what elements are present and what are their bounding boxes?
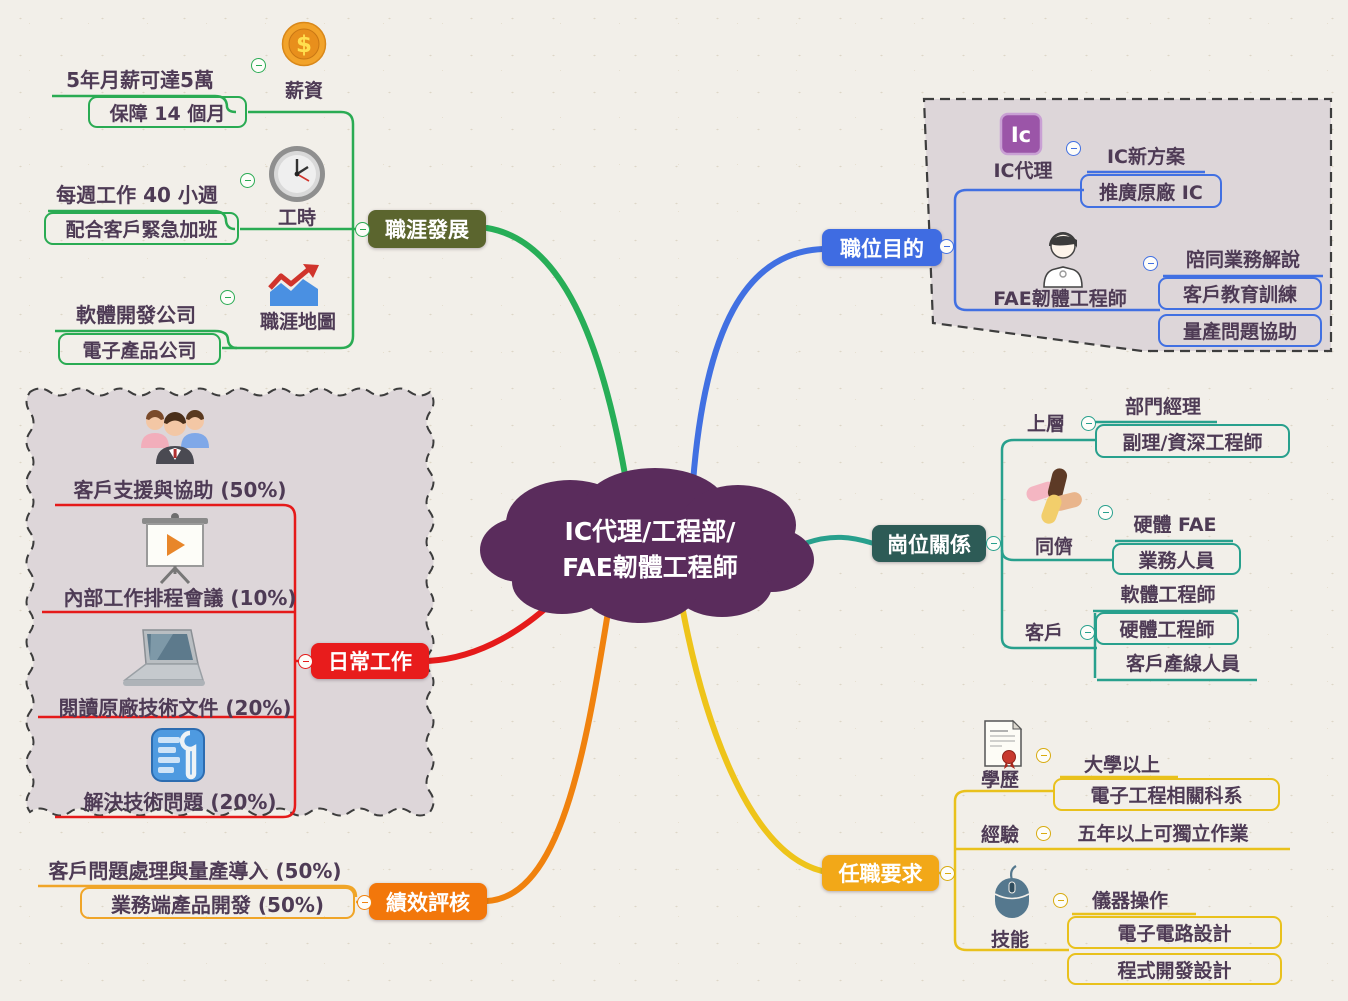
node-five-years-independent[interactable]: 五年以上可獨立作業 <box>1077 822 1249 845</box>
node-university-above[interactable]: 大學以上 <box>1083 753 1160 776</box>
clock-icon <box>268 145 326 207</box>
laptop-icon <box>115 626 205 692</box>
node-working-hours[interactable]: 工時 <box>277 206 316 229</box>
svg-text:Ic: Ic <box>1011 123 1031 147</box>
collapse-toggle-career-map[interactable] <box>220 290 235 305</box>
mouse-icon <box>990 864 1034 924</box>
node-program-development[interactable]: 程式開發設計 <box>1067 953 1282 985</box>
toolbox-icon <box>150 727 206 787</box>
engineer-icon <box>1035 224 1091 292</box>
node-customer-issue-handling[interactable]: 客戶問題處理與量產導入 (50%) <box>48 858 342 883</box>
purpose-group-outline <box>922 97 1333 353</box>
node-customer-support[interactable]: 客戶支援與協助 (50%) <box>73 477 287 502</box>
collapse-toggle-ic-agent[interactable] <box>1066 141 1081 156</box>
node-sales-product-development[interactable]: 業務端產品開發 (50%) <box>80 887 355 919</box>
node-guaranteed-months[interactable]: 保障 14 個月 <box>88 96 247 128</box>
node-superiors[interactable]: 上層 <box>1026 412 1065 435</box>
node-deputy-senior-engineer[interactable]: 副理/資深工程師 <box>1095 424 1290 458</box>
node-software-engineer[interactable]: 軟體工程師 <box>1120 584 1216 606</box>
node-instrument-operation[interactable]: 儀器操作 <box>1091 889 1168 912</box>
node-salary-range[interactable]: 5年月薪可達5萬 <box>66 67 214 92</box>
ic-app-icon: Ic <box>999 112 1043 160</box>
node-experience[interactable]: 經驗 <box>980 823 1019 846</box>
node-skills[interactable]: 技能 <box>990 928 1029 951</box>
node-read-tech-docs[interactable]: 閱讀原廠技術文件 (20%) <box>58 695 292 720</box>
collapse-toggle-customers[interactable] <box>1080 625 1095 640</box>
node-customers[interactable]: 客戶 <box>1024 621 1063 644</box>
node-solve-tech-problems[interactable]: 解決技術問題 (20%) <box>83 789 277 814</box>
node-department-manager[interactable]: 部門經理 <box>1124 395 1201 418</box>
certificate-icon <box>982 719 1024 773</box>
node-ee-related-major[interactable]: 電子工程相關科系 <box>1053 778 1280 811</box>
branch-position-relations[interactable]: 崗位關係 <box>872 525 986 562</box>
branch-daily-work[interactable]: 日常工作 <box>311 643 429 679</box>
central-topic-line2: FAE韌體工程師 <box>562 553 738 582</box>
node-hardware-fae[interactable]: 硬體 FAE <box>1133 514 1217 536</box>
collapse-toggle-salary[interactable] <box>251 58 266 73</box>
node-peers[interactable]: 同儕 <box>1034 535 1073 558</box>
daily-group-outline <box>25 387 435 817</box>
hands-together-icon <box>1022 466 1086 530</box>
node-ic-agent[interactable]: IC代理 <box>993 159 1053 182</box>
center-cloud <box>480 468 814 623</box>
branch-job-requirements[interactable]: 任職要求 <box>822 855 939 891</box>
node-circuit-design[interactable]: 電子電路設計 <box>1067 916 1282 949</box>
collapse-toggle-education[interactable] <box>1036 748 1051 763</box>
collapse-toggle-superiors[interactable] <box>1081 416 1096 431</box>
node-overtime[interactable]: 配合客戶緊急加班 <box>44 212 239 245</box>
presentation-icon <box>140 512 210 588</box>
collapse-toggle-experience[interactable] <box>1036 826 1051 841</box>
collapse-toggle-fae[interactable] <box>1143 256 1158 271</box>
coin-icon: $ <box>281 21 327 71</box>
collapse-toggle-performance[interactable] <box>357 895 372 910</box>
trend-chart-icon <box>268 264 320 312</box>
central-topic-line1: IC代理/工程部/ <box>564 516 736 546</box>
node-production-line-staff[interactable]: 客戶產線人員 <box>1125 653 1240 675</box>
node-customer-training[interactable]: 客戶教育訓練 <box>1158 277 1322 310</box>
collapse-toggle-career[interactable] <box>355 222 370 237</box>
collapse-toggle-purpose[interactable] <box>939 239 954 254</box>
branch-position-purpose[interactable]: 職位目的 <box>822 229 942 266</box>
branch-performance-review[interactable]: 績效評核 <box>369 883 487 920</box>
collapse-toggle-skills[interactable] <box>1053 893 1068 908</box>
people-group-icon <box>133 402 217 470</box>
node-hours-per-week[interactable]: 每週工作 40 小週 <box>56 182 218 207</box>
node-software-company[interactable]: 軟體開發公司 <box>76 303 196 327</box>
node-career-map[interactable]: 職涯地圖 <box>259 310 336 333</box>
node-internal-meeting[interactable]: 內部工作排程會議 (10%) <box>63 585 297 610</box>
branch-career-development[interactable]: 職涯發展 <box>368 210 486 248</box>
collapse-toggle-peers[interactable] <box>1098 505 1113 520</box>
node-mass-production-help[interactable]: 量產問題協助 <box>1158 314 1322 347</box>
node-sales-staff[interactable]: 業務人員 <box>1112 543 1241 575</box>
collapse-toggle-requirements[interactable] <box>940 866 955 881</box>
node-promote-original-ic[interactable]: 推廣原廠 IC <box>1080 174 1222 208</box>
central-topic[interactable]: IC代理/工程部/ FAE韌體工程師 <box>495 508 805 592</box>
node-education[interactable]: 學歷 <box>980 768 1019 791</box>
collapse-toggle-relations[interactable] <box>986 536 1001 551</box>
node-salary[interactable]: 薪資 <box>284 79 323 102</box>
node-electronics-company[interactable]: 電子產品公司 <box>58 333 221 365</box>
node-fae-firmware-engineer[interactable]: FAE韌體工程師 <box>993 287 1127 310</box>
node-hardware-engineer[interactable]: 硬體工程師 <box>1095 612 1239 645</box>
svg-text:$: $ <box>296 32 312 58</box>
collapse-toggle-daily[interactable] <box>298 654 313 669</box>
collapse-toggle-hours[interactable] <box>240 173 255 188</box>
node-ic-new-solution[interactable]: IC新方案 <box>1106 145 1185 168</box>
node-accompany-sales[interactable]: 陪同業務解說 <box>1185 249 1300 271</box>
